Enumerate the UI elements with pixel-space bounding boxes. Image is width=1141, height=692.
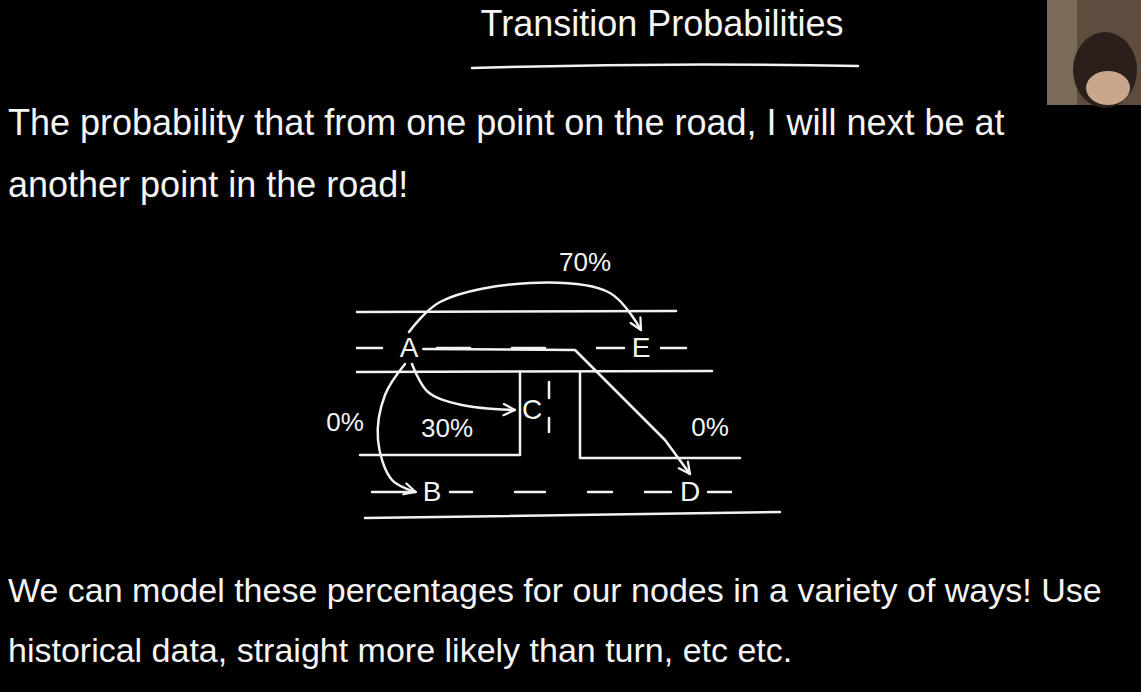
point-letter: D: [680, 478, 700, 506]
road-point: E: [629, 334, 654, 362]
lane-dash: [372, 491, 415, 494]
road-edge: [365, 512, 780, 518]
lane-dash: [450, 491, 472, 494]
webcam-background: [1047, 0, 1077, 105]
road-point: A: [397, 334, 422, 362]
transition-arrow: [412, 364, 515, 410]
probability-label: 0%: [688, 413, 732, 442]
point-letter: A: [400, 334, 419, 362]
point-letter: E: [632, 334, 651, 362]
road-point: C: [519, 396, 545, 424]
page-title: Transition Probabilities: [481, 2, 844, 45]
road-block: [580, 372, 740, 458]
title-underline: [472, 64, 858, 68]
transition-arrow: [378, 364, 416, 492]
webcam-face: [1086, 71, 1130, 105]
webcam-head: [1073, 32, 1137, 108]
note-text: The probability that from one point on t…: [8, 92, 1098, 216]
lane-dash: [515, 491, 545, 494]
point-letter: C: [522, 396, 542, 424]
probability-label: 30%: [418, 414, 476, 443]
probability-label: 70%: [556, 248, 614, 277]
note-text: We can model these percentages for our n…: [8, 560, 1133, 680]
lane-dash: [661, 347, 686, 350]
road-point: B: [420, 478, 445, 506]
lane-dash: [597, 347, 624, 350]
road-point: D: [677, 478, 703, 506]
lane-dash: [708, 491, 731, 494]
transition-arrow: [423, 349, 690, 474]
lane-dash: [548, 418, 551, 432]
lane-dash: [357, 347, 382, 350]
webcam-thumbnail: [1047, 0, 1141, 108]
transition-arrow: [409, 283, 641, 332]
road-block: [360, 372, 520, 455]
lane-dash: [588, 491, 612, 494]
point-letter: B: [423, 478, 442, 506]
probability-label: 0%: [323, 408, 367, 437]
lane-dash: [645, 491, 671, 494]
road-edge: [357, 371, 712, 372]
lane-dash: [548, 382, 551, 398]
